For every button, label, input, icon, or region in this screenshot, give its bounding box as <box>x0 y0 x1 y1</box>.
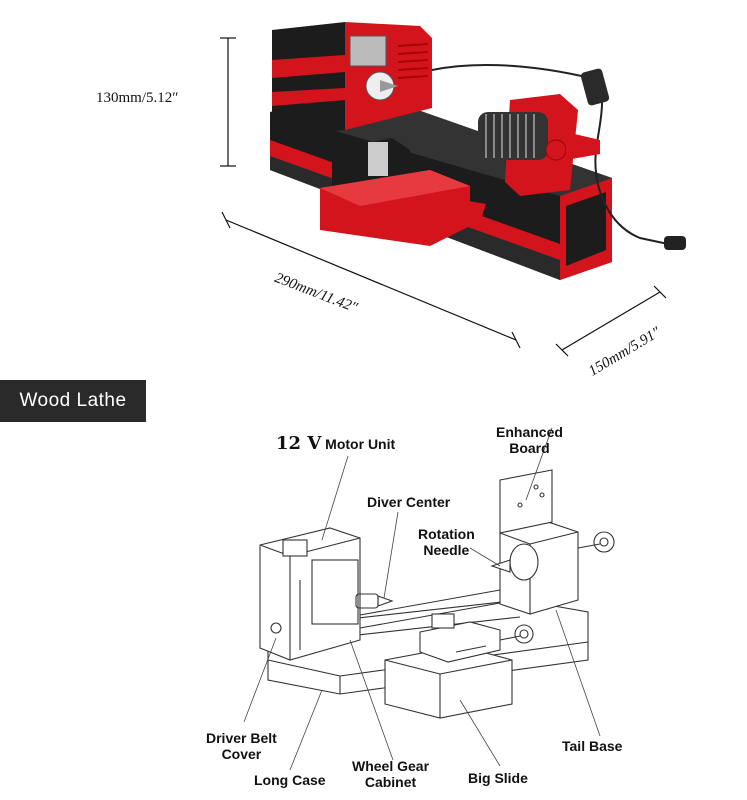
long-case-label: Long Case <box>254 772 326 788</box>
headstock-outline <box>259 527 361 661</box>
big-slide-label: Big Slide <box>468 770 528 786</box>
enhanced-board-line2: Board <box>509 440 550 456</box>
motor-unit-label: 12 V Motor Unit <box>276 433 396 454</box>
driver-belt-cover-label: Driver Belt Cover <box>206 730 277 762</box>
headstock <box>272 22 432 138</box>
bed-rails <box>359 589 501 629</box>
carriage-photo <box>320 138 486 246</box>
wheel-gear-cabinet-line2: Cabinet <box>364 774 417 790</box>
wheel-gear-cabinet-label: Wheel Gear Cabinet <box>352 758 429 790</box>
long-case-outline <box>267 599 589 695</box>
motor-unit-text: Motor Unit <box>325 436 396 452</box>
rotation-needle-line1: Rotation <box>418 526 475 542</box>
machine-photo <box>220 22 686 357</box>
section-title: Wood Lathe <box>0 380 146 422</box>
cable-plug <box>664 236 686 250</box>
leader-lines <box>243 427 601 771</box>
enhanced-board-label: Enhanced Board <box>496 424 563 456</box>
driver-belt-cover-line2: Cover <box>221 746 262 762</box>
driver-belt-cover-line1: Driver Belt <box>206 730 277 746</box>
height-dimension-line <box>220 37 236 167</box>
diver-center-label: Diver Center <box>367 494 451 510</box>
driver-center-outline <box>355 593 394 609</box>
big-slide-outline <box>384 613 513 719</box>
tail-base-outline <box>490 521 579 615</box>
slide-handwheel-outline <box>499 624 534 644</box>
depth-dimension-line <box>555 285 667 357</box>
wheel-gear-cabinet-line1: Wheel Gear <box>352 758 430 774</box>
rotation-needle-line2: Needle <box>423 542 470 558</box>
tail-base-label: Tail Base <box>562 738 623 754</box>
length-dimension-line <box>221 211 521 349</box>
enhanced-board-outline <box>499 469 553 534</box>
motor-voltage: 12 V <box>276 433 322 454</box>
tail-handwheel-outline <box>577 531 615 553</box>
enhanced-board-line1: Enhanced <box>496 424 563 440</box>
rotation-needle-label: Rotation Needle <box>418 526 475 558</box>
switch-box <box>580 68 610 106</box>
tailstock-photo <box>478 94 600 196</box>
height-dimension-label: 130mm/5.12″ <box>96 90 179 106</box>
